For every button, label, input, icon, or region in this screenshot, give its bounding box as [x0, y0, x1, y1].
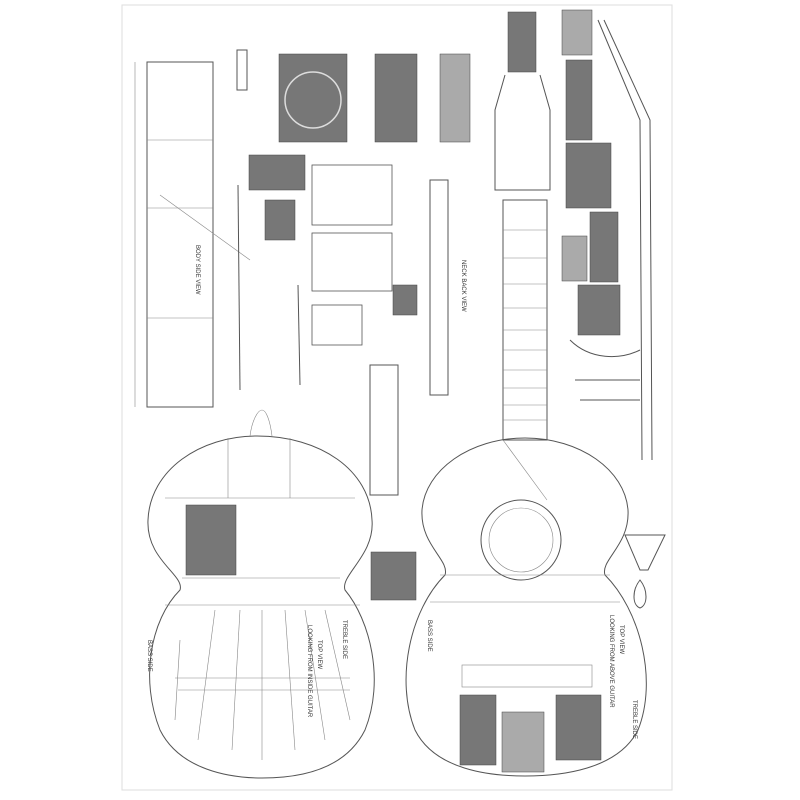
photo-purfling: [501, 711, 545, 773]
photo-slots: [565, 142, 612, 209]
photo-joint: [374, 53, 418, 143]
photo-heel-detail: [561, 235, 588, 282]
photo-head-side: [561, 9, 593, 56]
body-side-view: BODY SIDE VIEW: [134, 61, 251, 408]
right-view-subtitle: LOOKING FROM ABOVE GUITAR: [608, 615, 614, 708]
notes-box: [311, 232, 393, 292]
neck-back-view: NECK BACK VIEW: [429, 179, 466, 396]
heel-profile: [297, 284, 301, 386]
photo-inside: [185, 504, 237, 576]
left-body-top-view: TOP VIEW LOOKING FROM INSIDE GUITAR BASS…: [146, 409, 375, 779]
photo-headstock: [507, 11, 537, 73]
detail-bridge: [236, 49, 248, 91]
heel-cap-detail: [633, 579, 647, 609]
right-view-title: TOP VIEW: [618, 625, 624, 654]
title-block: [311, 304, 363, 346]
left-treble-label: TREBLE SIDE: [341, 620, 347, 659]
photo-heel: [589, 211, 619, 283]
photo-neck-joint: [577, 284, 621, 336]
body-side-view-label: BODY SIDE VIEW: [194, 245, 200, 295]
rosette-circle: [284, 71, 342, 129]
bridge-outline: [461, 664, 593, 688]
neck-side-profile: [597, 19, 653, 461]
photo-rosette: [278, 53, 348, 143]
right-bass-label: BASS SIDE: [426, 620, 432, 652]
left-bass-label: BASS SIDE: [146, 640, 152, 672]
fingerboard: [502, 199, 548, 441]
photo-bridge: [370, 551, 417, 601]
sheet-border: [121, 4, 673, 791]
left-view-subtitle: LOOKING FROM INSIDE GUITAR: [306, 625, 312, 718]
right-treble-label: TREBLE SIDE: [631, 700, 637, 739]
left-view-title: TOP VIEW: [316, 640, 322, 669]
right-guitar-top-view: TOP VIEW LOOKING FROM ABOVE GUITAR BASS …: [405, 11, 647, 777]
spec-table: [311, 164, 393, 226]
neck-profile: [237, 184, 241, 391]
section-detail: [624, 534, 666, 571]
photo-bridge-inside: [459, 694, 497, 766]
photo-tuners: [565, 59, 593, 141]
soundhole: [480, 499, 562, 581]
photo-kerfing: [264, 199, 296, 241]
photo-saddle: [392, 284, 418, 316]
detail-fingerboard: [369, 364, 399, 496]
neck-back-view-label: NECK BACK VIEW: [460, 260, 466, 312]
photo-end-block: [555, 694, 602, 761]
photo-brace: [248, 154, 306, 191]
photo-binding: [439, 53, 471, 143]
heel-side-profile: [569, 339, 641, 401]
